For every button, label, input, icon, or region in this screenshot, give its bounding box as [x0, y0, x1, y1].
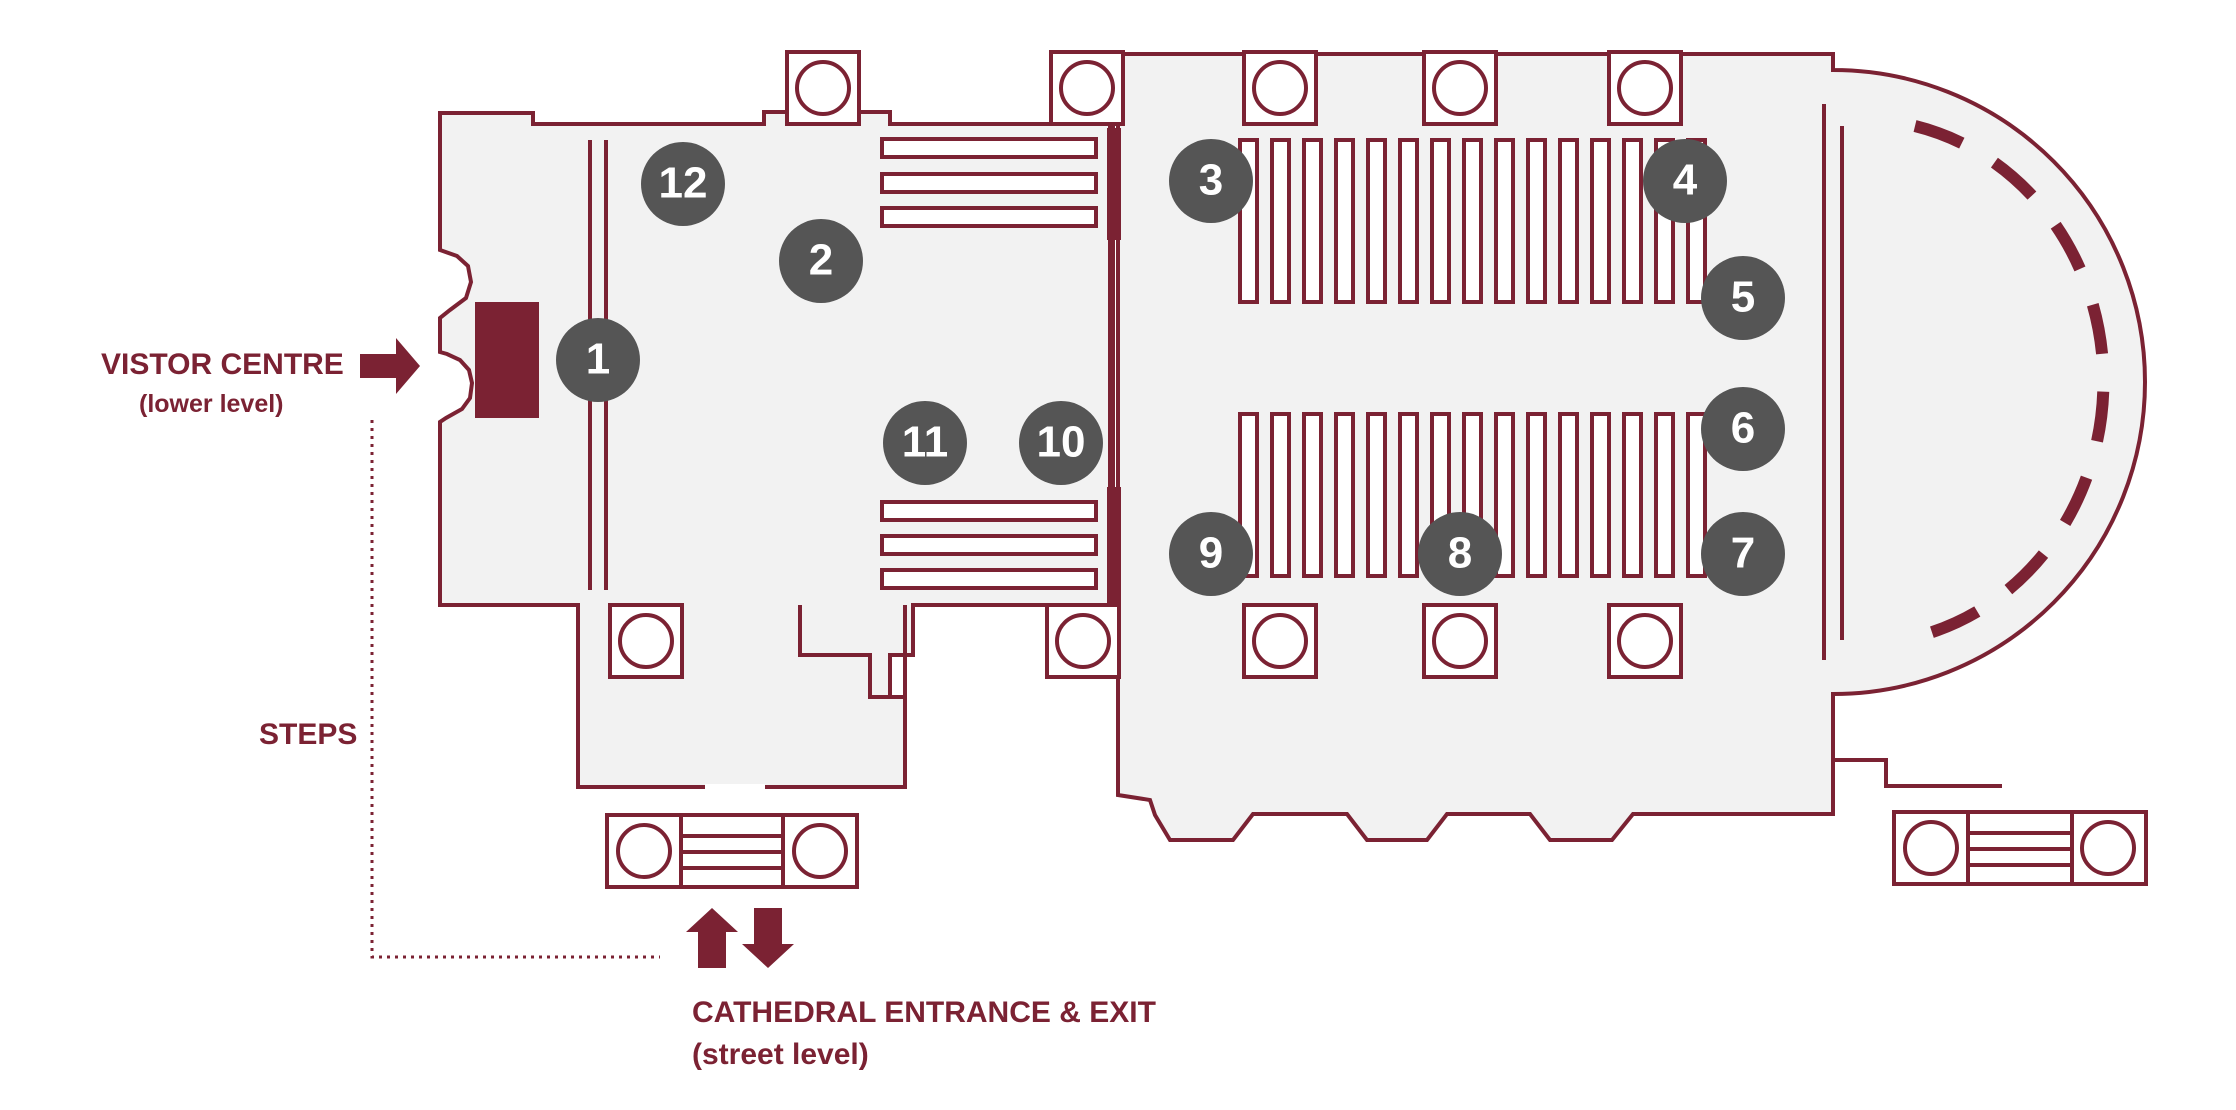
marker-circle: [1643, 139, 1727, 223]
apse-dashed-arc: [1913, 120, 2110, 643]
marker-3: 3: [1169, 139, 1253, 223]
marker-circle: [556, 318, 640, 402]
pillar: [1242, 603, 1318, 679]
pew: [1590, 138, 1611, 304]
marker-circle: [1701, 256, 1785, 340]
steps-dotted-path: [370, 420, 660, 959]
pew: [1366, 412, 1387, 578]
pew: [1494, 412, 1515, 578]
pew: [1654, 412, 1675, 578]
visitor-centre-sublabel: (lower level): [139, 390, 284, 418]
pew: [1526, 412, 1547, 578]
marker-number: 2: [809, 236, 833, 285]
entrance-sublabel: (street level): [692, 1038, 869, 1071]
pew: [1398, 412, 1419, 578]
pew: [1270, 412, 1291, 578]
marker-number: 11: [902, 418, 949, 467]
marker-circle: [1701, 512, 1785, 596]
marker-5: 5: [1701, 256, 1785, 340]
pew: [1334, 138, 1355, 304]
pillar: [1422, 50, 1498, 126]
pillar: [1242, 50, 1318, 126]
west-alcove: [798, 605, 907, 787]
marker-number: 8: [1448, 529, 1472, 578]
pew: [1398, 138, 1419, 304]
pillar: [1607, 603, 1683, 679]
pillar: [785, 50, 861, 126]
pew: [1494, 138, 1515, 304]
marker-number: 12: [659, 159, 708, 208]
west-benches-bottom: [880, 500, 1098, 590]
marker-11: 11: [883, 401, 967, 485]
marker-number: 5: [1731, 273, 1755, 322]
marker-8: 8: [1418, 512, 1502, 596]
marker-number: 7: [1731, 529, 1755, 578]
exit-down-arrow-icon: [742, 908, 794, 968]
marker-number: 4: [1673, 156, 1698, 205]
marker-9: 9: [1169, 512, 1253, 596]
marker-10: 10: [1019, 401, 1103, 485]
pew: [1622, 138, 1643, 304]
pew: [1526, 138, 1547, 304]
steps-label: STEPS: [259, 718, 358, 751]
marker-circle: [883, 401, 967, 485]
marker-4: 4: [1643, 139, 1727, 223]
marker-2: 2: [779, 219, 863, 303]
pillar: [1422, 603, 1498, 679]
marker-circle: [1169, 512, 1253, 596]
pillar: [1049, 50, 1125, 126]
marker-number: 1: [586, 335, 610, 384]
marker-number: 3: [1199, 156, 1223, 205]
marker-circle: [1418, 512, 1502, 596]
pew: [1558, 412, 1579, 578]
entrance-up-arrow-icon: [686, 908, 738, 968]
marker-circle: [1019, 401, 1103, 485]
marker-number: 10: [1037, 418, 1086, 467]
entrance-steps: [605, 813, 859, 889]
visitor-centre-label: VISTOR CENTRE: [101, 348, 344, 381]
marker-7: 7: [1701, 512, 1785, 596]
entrance-label: CATHEDRAL ENTRANCE & EXIT: [692, 996, 1156, 1029]
pillar: [1607, 50, 1683, 126]
marker-circle: [779, 219, 863, 303]
marker-6: 6: [1701, 387, 1785, 471]
pew: [1590, 412, 1611, 578]
marker-circle: [1701, 387, 1785, 471]
pew: [1334, 412, 1355, 578]
marker-12: 12: [641, 142, 725, 226]
visitor-arrow-icon: [360, 338, 420, 394]
pew: [1302, 138, 1323, 304]
pillar: [608, 603, 684, 679]
marker-1: 1: [556, 318, 640, 402]
pew: [1558, 138, 1579, 304]
pew: [1686, 412, 1707, 578]
pew: [1462, 138, 1483, 304]
marker-circle: [1169, 139, 1253, 223]
pew: [1366, 138, 1387, 304]
marker-number: 9: [1199, 529, 1223, 578]
marker-circle: [641, 142, 725, 226]
west-benches-top: [880, 137, 1098, 228]
east-steps: [1833, 758, 2148, 886]
pillar: [1045, 603, 1121, 679]
marker-number: 6: [1731, 404, 1755, 453]
pew: [1622, 412, 1643, 578]
nave-pews: [1238, 138, 1707, 578]
pew: [1430, 138, 1451, 304]
pew: [1270, 138, 1291, 304]
pew: [1302, 412, 1323, 578]
visitor-centre-door: [475, 302, 539, 418]
